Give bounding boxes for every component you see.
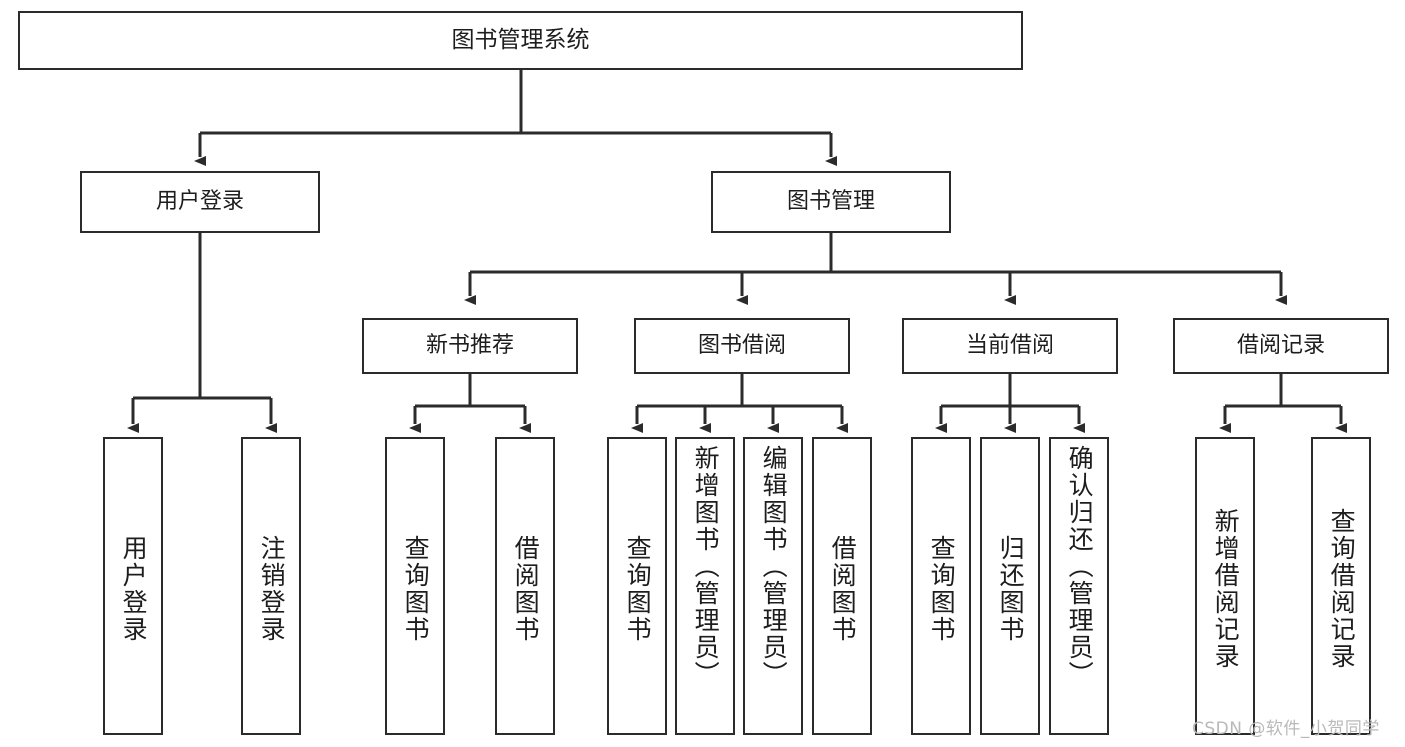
node-book-management-label: 图书管理 [786,189,875,215]
leaf-current-borrow-return-label: 归还图书 [996,535,1026,643]
leaf-current-borrow-confirm-label: 确认归还（管理员） [1065,445,1095,688]
leaf-new-book-query[interactable]: 查询图书 [385,437,445,735]
node-user-login[interactable]: 用户登录 [80,171,320,233]
leaf-current-borrow-query[interactable]: 查询图书 [911,437,971,735]
leaf-new-book-borrow-label: 借阅图书 [511,535,541,643]
leaf-book-borrow-borrow[interactable]: 借阅图书 [812,437,872,735]
leaf-user-login-signout[interactable]: 注销登录 [241,437,301,735]
node-current-borrow[interactable]: 当前借阅 [902,318,1118,374]
leaf-book-borrow-add-label: 新增图书（管理员） [691,445,721,688]
leaf-user-login-signin-label: 用户登录 [119,535,149,643]
leaf-borrow-record-query[interactable]: 查询借阅记录 [1311,437,1371,735]
node-root-system-label: 图书管理系统 [451,26,590,53]
node-new-book-recommend[interactable]: 新书推荐 [362,318,578,374]
leaf-new-book-borrow[interactable]: 借阅图书 [495,437,555,735]
node-book-borrow[interactable]: 图书借阅 [634,318,850,374]
leaf-book-borrow-edit-label: 编辑图书（管理员） [759,445,789,688]
leaf-current-borrow-query-label: 查询图书 [927,535,957,643]
leaf-current-borrow-confirm[interactable]: 确认归还（管理员） [1049,437,1109,735]
leaf-borrow-record-query-label: 查询借阅记录 [1327,508,1357,670]
leaf-new-book-query-label: 查询图书 [401,535,431,643]
node-root-system[interactable]: 图书管理系统 [18,11,1023,70]
leaf-borrow-record-add[interactable]: 新增借阅记录 [1195,437,1255,735]
leaf-book-borrow-edit[interactable]: 编辑图书（管理员） [743,437,803,735]
node-new-book-recommend-label: 新书推荐 [425,333,514,359]
node-book-borrow-label: 图书借阅 [697,333,786,359]
node-borrow-record-label: 借阅记录 [1236,333,1325,359]
leaf-user-login-signin[interactable]: 用户登录 [103,437,163,735]
leaf-book-borrow-query-label: 查询图书 [623,535,653,643]
leaf-book-borrow-borrow-label: 借阅图书 [828,535,858,643]
csdn-watermark: CSDN @软件_小贺同学 [1192,719,1380,739]
leaf-book-borrow-query[interactable]: 查询图书 [607,437,667,735]
node-current-borrow-label: 当前借阅 [965,333,1054,359]
node-user-login-label: 用户登录 [155,189,244,215]
leaf-user-login-signout-label: 注销登录 [257,535,287,643]
node-book-management[interactable]: 图书管理 [711,171,951,233]
leaf-borrow-record-add-label: 新增借阅记录 [1211,508,1241,670]
leaf-book-borrow-add[interactable]: 新增图书（管理员） [675,437,735,735]
node-borrow-record[interactable]: 借阅记录 [1173,318,1389,374]
leaf-current-borrow-return[interactable]: 归还图书 [980,437,1040,735]
